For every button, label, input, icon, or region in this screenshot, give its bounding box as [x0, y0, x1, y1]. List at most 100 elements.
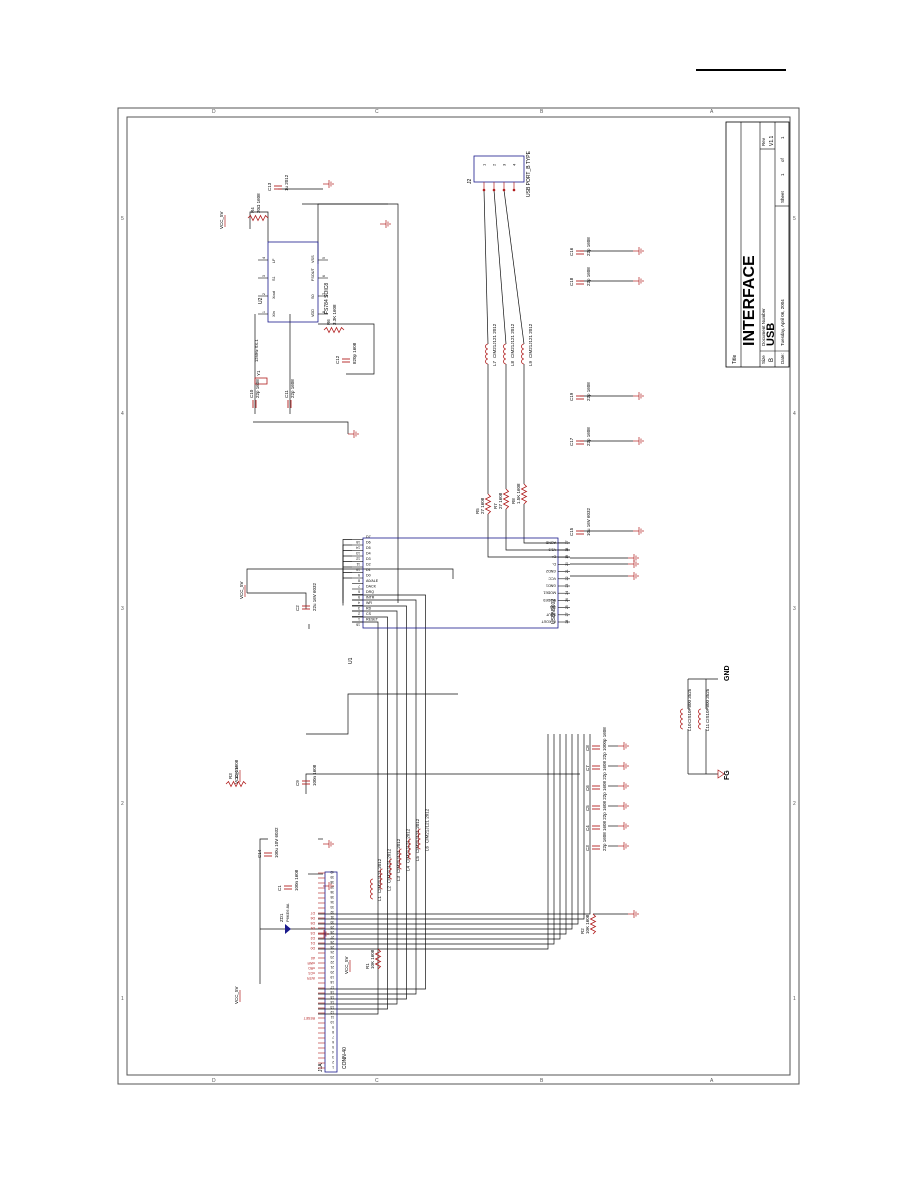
j1a-pin-number: 6	[332, 1040, 334, 1044]
j1a-pin-number: 14	[330, 1000, 334, 1004]
ground-symbol	[633, 392, 644, 400]
cap-value: 22p 1608	[290, 379, 295, 398]
wire	[342, 566, 352, 593]
u1-pin-name: CLKOUT	[541, 620, 556, 624]
u1-pin-name: D7	[366, 535, 371, 539]
u1-pin-number: 11	[356, 562, 360, 566]
u1-pin-name: RESET	[366, 618, 379, 622]
crystal-y1: Y1 12MHz SX-1	[254, 339, 268, 385]
wire	[318, 605, 407, 1000]
ground-symbol	[618, 802, 629, 810]
inductor-value: CIS10P800 3525	[705, 688, 710, 723]
u1-pin-number: 9	[358, 573, 360, 577]
inductor-body	[417, 828, 421, 850]
u1-pin-number: 24	[565, 591, 569, 595]
wire	[505, 509, 570, 551]
wire	[342, 561, 352, 596]
u1-pin-number: 23	[565, 584, 569, 588]
ground-symbol	[628, 560, 639, 568]
cap-ref: C1	[277, 885, 282, 891]
j1a-pins: 1234567891011121314151617181920212223242…	[304, 870, 334, 1069]
u1-pin-name: VCC	[548, 576, 556, 580]
u2-pin-number: 6	[322, 275, 326, 277]
j1a-pin-number: 2	[332, 1060, 334, 1064]
j1a-pin-number: 24	[330, 950, 334, 954]
wire	[305, 773, 580, 794]
vcc-label: VCC_5V	[219, 211, 224, 229]
j1a-pin-number: 11	[330, 1015, 334, 1019]
ground-symbol	[380, 220, 391, 228]
resistor-body	[374, 948, 382, 970]
wire	[259, 838, 268, 984]
cap-value: 1608 22p	[602, 772, 607, 791]
j2-pin-number: 4	[512, 163, 517, 166]
wire	[318, 734, 579, 925]
u2-ref: U2	[258, 297, 264, 304]
border-row-mark: C	[375, 1078, 379, 1084]
sheet-label: Sheet	[780, 190, 785, 203]
resistor-body	[502, 488, 510, 510]
ground-symbol	[323, 180, 334, 188]
inductor-body	[408, 838, 412, 860]
resistor-value: 10K 1608	[234, 759, 239, 779]
date-value: Tuesday, April 06, 2004	[780, 299, 785, 346]
wire	[318, 599, 417, 995]
j1a-pin-number: 12	[330, 1010, 334, 1014]
resistor-value: 27 1608	[480, 497, 485, 514]
inductor-value: CIM21J121 2012	[387, 848, 392, 883]
wire	[503, 189, 525, 345]
u1-pin-name: D6	[366, 541, 371, 545]
u1-pin-name: XIN	[550, 605, 556, 609]
cap-ref: C18	[569, 277, 574, 286]
inductor-ref: L2	[387, 885, 392, 891]
u1-pin-name: D2	[366, 563, 371, 567]
inductor-value: CIM21J121 2012	[425, 808, 430, 843]
inductor-value: CIM21J121 2012	[528, 323, 533, 358]
inductor-l9: L9 CIM21J121 2012	[521, 323, 533, 366]
resistor-body	[484, 493, 492, 515]
u1-pin-number: 22	[565, 576, 569, 580]
inductor-value: CIM21J121 2012	[492, 323, 497, 358]
border-row-mark: B	[540, 109, 544, 115]
cap-ref: C2	[295, 605, 300, 611]
inductor-body	[485, 343, 489, 365]
u2-pin-name: LF	[272, 258, 276, 263]
j1a-pin-number: 7	[332, 1035, 334, 1039]
crystal-value: 12MHz SX-1	[254, 339, 259, 362]
inductor-body	[389, 858, 393, 880]
resistor-ref: R5	[475, 508, 480, 514]
j1a-signal-label: RESET	[304, 1016, 315, 1020]
ground-symbol	[618, 822, 629, 830]
resistor-value: 27 1608	[498, 492, 503, 509]
u2-pin-number: 1	[262, 311, 266, 313]
j1a-pin-number: 37	[330, 885, 334, 889]
crystal-ref: Y1	[256, 370, 261, 376]
cap-value: 22p 1608	[586, 267, 591, 286]
inductor-ref: L9	[528, 360, 533, 366]
j1a-signal-label: nWR	[307, 961, 315, 965]
j2-pin-number: 1	[482, 163, 487, 166]
resistor-ref: R1	[365, 963, 370, 969]
inductor-body	[503, 343, 507, 365]
u1-pin-name: D1	[366, 568, 371, 572]
cap-value: 10u 16V 6032	[586, 507, 591, 536]
zener-value: P6KE6.8A	[285, 903, 290, 922]
zener-body	[285, 924, 291, 934]
u1-pin-number: 7	[358, 584, 360, 588]
u1-ref: U1	[348, 657, 354, 664]
u1-pin-name: RD	[366, 607, 372, 611]
